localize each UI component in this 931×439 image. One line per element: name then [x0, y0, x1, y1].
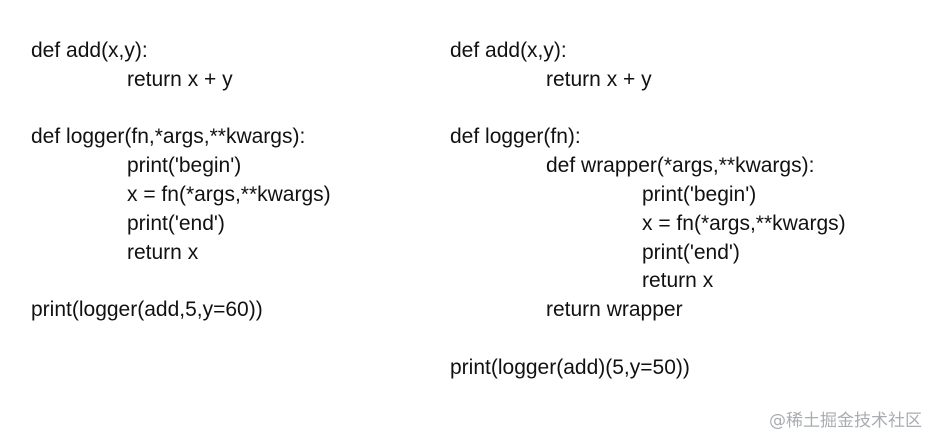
- code-line: print('begin'): [127, 154, 242, 178]
- code-line: print('begin'): [642, 182, 757, 206]
- watermark: @稀土掘金技术社区: [769, 411, 922, 431]
- code-line: def logger(fn):: [450, 125, 581, 149]
- code-line: x = fn(*args,**kwargs): [642, 211, 846, 235]
- code-line: return x: [642, 269, 714, 293]
- code-line: return x: [127, 240, 199, 264]
- code-line: return x + y: [127, 67, 233, 91]
- code-line: x = fn(*args,**kwargs): [127, 182, 331, 206]
- code-line: print('end'): [127, 211, 225, 235]
- code-line: return wrapper: [546, 298, 683, 322]
- code-line: print('end'): [642, 240, 740, 264]
- code-line: print(logger(add,5,y=60)): [31, 298, 263, 322]
- code-line: print(logger(add)(5,y=50)): [450, 355, 690, 379]
- blank-line: [31, 95, 421, 124]
- left-code-block: def add(x,y): return x + y def logger(fn…: [31, 37, 421, 325]
- code-line: def add(x,y):: [450, 39, 567, 62]
- blank-line: [31, 267, 421, 296]
- code-line: def logger(fn,*args,**kwargs):: [31, 125, 306, 149]
- right-code-block: def add(x,y): return x + y def logger(fn…: [450, 37, 920, 383]
- code-line: return x + y: [546, 67, 652, 91]
- code-line: def wrapper(*args,**kwargs):: [546, 154, 815, 178]
- code-line: def add(x,y):: [31, 39, 148, 62]
- blank-line: [450, 325, 920, 354]
- blank-line: [450, 95, 920, 124]
